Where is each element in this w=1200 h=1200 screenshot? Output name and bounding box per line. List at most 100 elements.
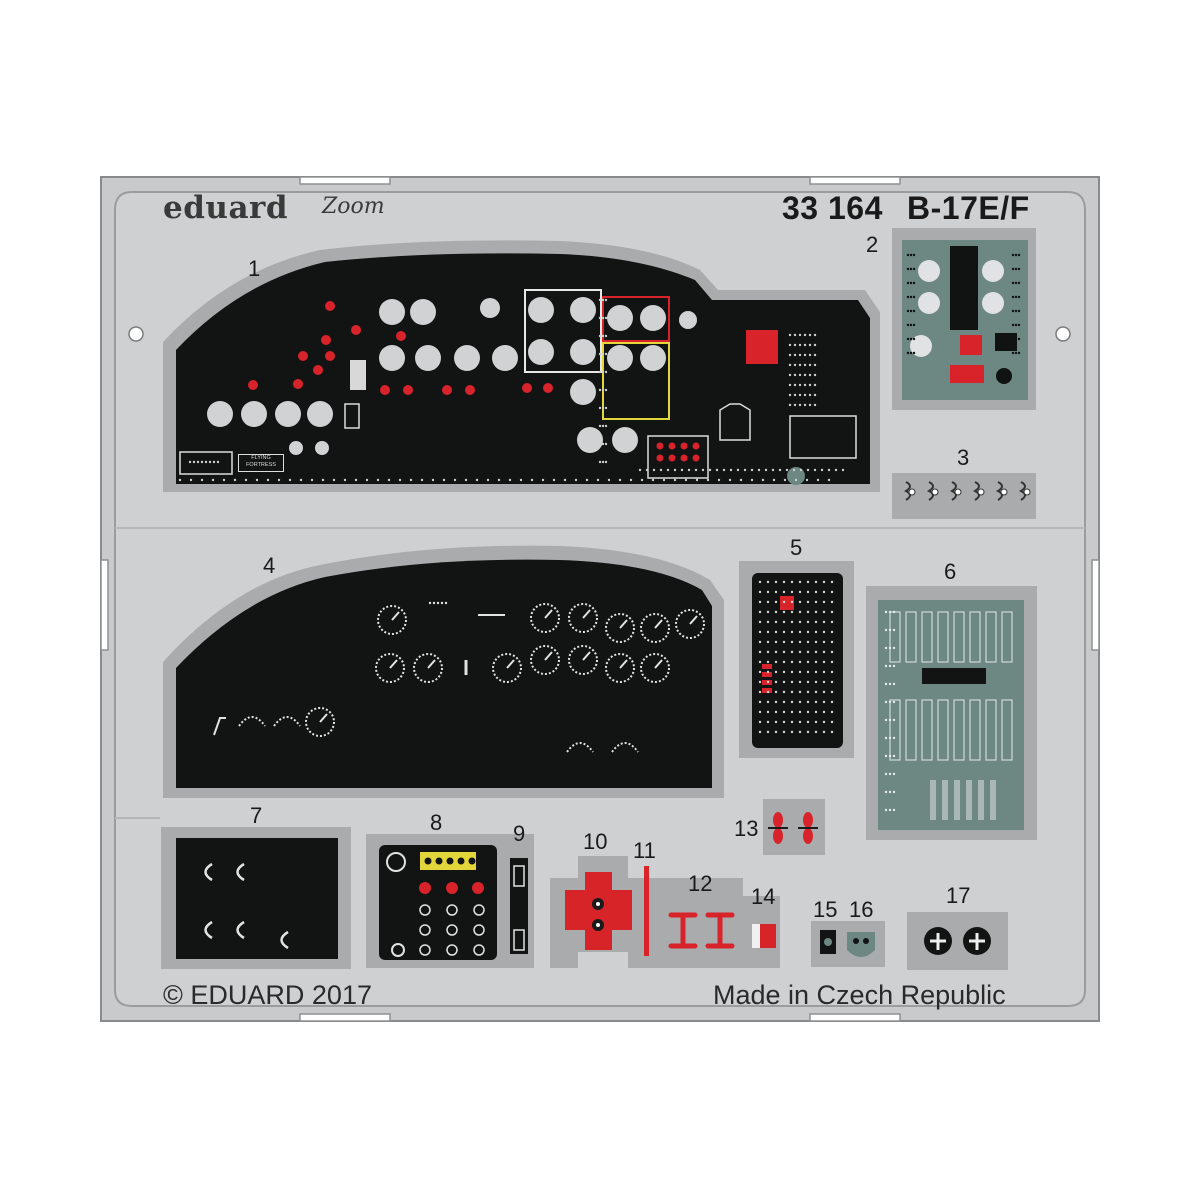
- rivet-dot: [332, 478, 336, 482]
- indicator-dot: [457, 857, 465, 865]
- rivet-dot: [888, 646, 892, 650]
- rivet-dot: [909, 323, 913, 327]
- rivet-dot: [814, 690, 818, 694]
- red-knob: [419, 882, 431, 894]
- dial-needle: [582, 651, 591, 661]
- placard-box: [344, 403, 360, 429]
- rivet-dot: [912, 267, 916, 271]
- part-number-14: 14: [751, 884, 776, 909]
- rivet-dot: [814, 600, 818, 604]
- rivet-dot: [189, 478, 193, 482]
- dial-needle: [654, 659, 663, 669]
- rivet-dot: [814, 640, 818, 644]
- rivet-dot: [782, 680, 786, 684]
- rivet-dot: [758, 660, 762, 664]
- lever-mark: [280, 930, 289, 950]
- rivet-dot: [420, 478, 424, 482]
- rivet-dot: [906, 253, 910, 257]
- rivet-dot: [774, 660, 778, 664]
- rivet-dot: [798, 700, 802, 704]
- rivet-dot: [808, 383, 812, 387]
- dial-ring: [391, 943, 405, 957]
- clip-hole: [908, 488, 916, 496]
- red-switch: [692, 454, 700, 462]
- rivet-dot: [701, 468, 705, 472]
- part-number-1: 1: [248, 256, 261, 281]
- arc-dial: [238, 716, 266, 727]
- instrument-gauge: [207, 401, 233, 427]
- part-number-2: 2: [866, 232, 879, 257]
- rivet-dot: [782, 590, 786, 594]
- rivet-dot: [782, 670, 786, 674]
- zoom-logo: Zoom: [322, 194, 385, 219]
- part-number-17: 17: [946, 883, 971, 908]
- arc-dial: [273, 716, 301, 727]
- part-7-panel: [176, 838, 338, 959]
- red-grip: [803, 812, 813, 828]
- rivet-dot: [598, 334, 602, 338]
- white-frame: [524, 289, 602, 373]
- rivet-dot: [822, 700, 826, 704]
- rivet-dot: [766, 720, 770, 724]
- red-switch-block: [746, 330, 778, 364]
- rivet-dot: [830, 580, 834, 584]
- rivet-dot: [774, 690, 778, 694]
- rivet-dot: [814, 620, 818, 624]
- instrument-gauge: [315, 441, 329, 455]
- rivet-dot: [604, 424, 608, 428]
- red-light: [351, 325, 361, 335]
- part-11-strip: [644, 866, 649, 956]
- rivet-dot: [912, 281, 916, 285]
- rivet-dot: [774, 640, 778, 644]
- rivet-dot: [790, 700, 794, 704]
- rivet-dot: [651, 478, 655, 482]
- rivet-dot: [629, 478, 633, 482]
- rivet-dot: [888, 718, 892, 722]
- rivet-dot: [1011, 253, 1015, 257]
- instrument-gauge: [528, 339, 554, 365]
- rivet-dot: [598, 370, 602, 374]
- rivet-dot: [892, 718, 896, 722]
- rivet-dot: [758, 600, 762, 604]
- rivet-dot: [798, 720, 802, 724]
- fret-scribe-lines: [115, 527, 1085, 819]
- rivet-dot: [706, 478, 710, 482]
- rivet-dot: [343, 478, 347, 482]
- rivet-dot: [892, 682, 896, 686]
- red-handle: [705, 912, 735, 949]
- instrument-gauge: [275, 401, 301, 427]
- rivet-dot: [892, 790, 896, 794]
- rivet-dot: [1014, 267, 1018, 271]
- red-switch: [680, 442, 688, 450]
- rivet-dot: [912, 323, 916, 327]
- rivet-dot: [1011, 281, 1015, 285]
- rivet-dot: [892, 772, 896, 776]
- rivet-dot: [1017, 295, 1021, 299]
- panel-slot: [905, 699, 917, 761]
- rivet-dot: [673, 478, 677, 482]
- rivet-dot: [440, 601, 444, 605]
- rivet-dot: [766, 670, 770, 674]
- rivet-dot: [813, 468, 817, 472]
- rivet-dot: [803, 363, 807, 367]
- rivet-dot: [774, 590, 778, 594]
- rivet-dot: [519, 478, 523, 482]
- rivet-dot: [766, 690, 770, 694]
- rivet-dot: [604, 388, 608, 392]
- rivet-dot: [912, 309, 916, 313]
- rivet-dot: [813, 353, 817, 357]
- arc-dial: [611, 742, 639, 753]
- rivet-dot: [822, 670, 826, 674]
- rivet-dot: [687, 468, 691, 472]
- rivet-dot: [798, 600, 802, 604]
- rivet-dot: [822, 590, 826, 594]
- rivet-dot: [1011, 309, 1015, 313]
- rivet-dot: [782, 640, 786, 644]
- rivet-dot: [266, 478, 270, 482]
- rivet-dot: [830, 730, 834, 734]
- rivet-dot: [806, 610, 810, 614]
- rivet-dot: [906, 267, 910, 271]
- part-17-surround: [907, 912, 1008, 970]
- rivet-dot: [464, 478, 468, 482]
- rivet-dot: [782, 580, 786, 584]
